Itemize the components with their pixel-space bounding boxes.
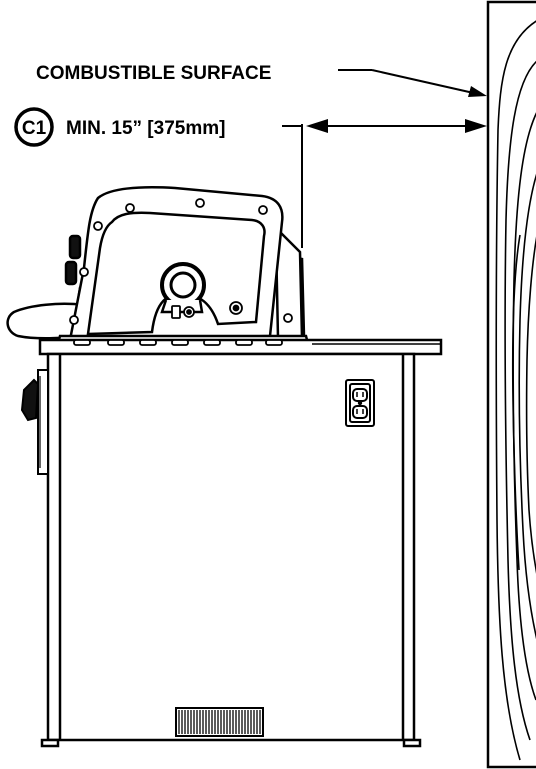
head-knob-mid (64, 260, 78, 286)
ignition-switch (171, 305, 181, 319)
callout-id: C1 (22, 118, 47, 139)
head-controls (171, 301, 293, 323)
countertop-slots (73, 339, 283, 346)
dim-arrow-right (465, 119, 487, 133)
leader-arrowhead (468, 86, 487, 97)
head-knob-top (68, 234, 82, 260)
combustible-surface-label: COMBUSTIBLE SURFACE (36, 63, 271, 84)
lid-handle-ring (160, 262, 206, 314)
callout-circle (14, 107, 54, 147)
clearance-dimension (282, 124, 470, 248)
min-clearance-label: MIN. 15” [375mm] (66, 118, 225, 139)
dim-arrow-left (306, 119, 328, 133)
vent-grille-icon (175, 707, 264, 737)
rear-knob (283, 313, 293, 323)
lid-rivets (69, 198, 268, 325)
tank-knob (20, 369, 49, 475)
combustible-surface-wall (486, 0, 536, 769)
duplex-outlet-icon (345, 379, 375, 427)
vent-slats (178, 710, 261, 734)
combustible-surface-leader (338, 69, 479, 95)
